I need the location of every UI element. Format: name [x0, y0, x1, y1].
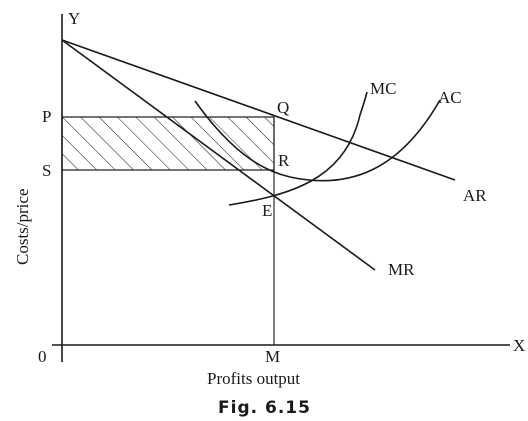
ar-line	[61, 39, 456, 181]
label-r: R	[278, 151, 290, 170]
label-ac: AC	[438, 88, 462, 107]
label-origin: 0	[38, 347, 47, 366]
profit-area	[61, 116, 275, 171]
label-y: Y	[68, 9, 80, 28]
mr-line	[61, 39, 376, 271]
label-mc: MC	[370, 79, 396, 98]
figure-caption: Fig. 6.15	[218, 398, 311, 418]
label-m: M	[265, 347, 280, 366]
label-e: E	[262, 201, 272, 220]
label-s: S	[42, 161, 51, 180]
mc-curve	[228, 91, 368, 206]
label-ar: AR	[463, 186, 487, 205]
label-p: P	[42, 107, 51, 126]
label-q: Q	[277, 98, 289, 117]
label-mr: MR	[388, 260, 415, 279]
label-x: X	[513, 336, 525, 355]
x-axis-title: Profits output	[207, 369, 300, 388]
ac-curve	[194, 99, 441, 182]
y-axis-title: Costs/price	[13, 189, 32, 266]
